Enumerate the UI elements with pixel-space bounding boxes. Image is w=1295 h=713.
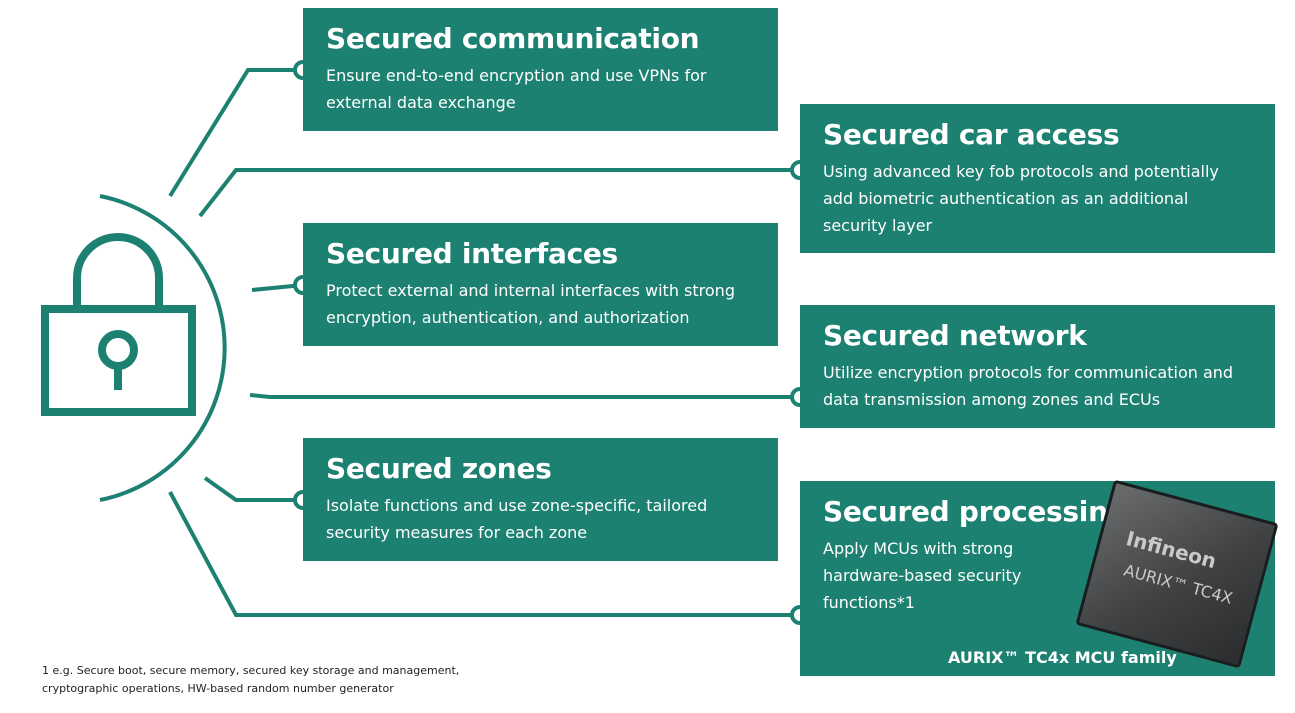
card-description: Utilize encryption protocols for communi… bbox=[823, 363, 1234, 409]
footnote-line-2: cryptographic operations, HW-based rando… bbox=[42, 682, 394, 695]
card-secured-network: Secured network Utilize encryption proto… bbox=[800, 305, 1275, 428]
card-description: Using advanced key fob protocols and pot… bbox=[823, 162, 1219, 235]
card-title: Secured processing bbox=[823, 495, 1128, 528]
card-description: Isolate functions and use zone-specific,… bbox=[326, 496, 708, 542]
chip-model-label: AURIX™ TC4X bbox=[1121, 560, 1235, 608]
card-description: Apply MCUs with strong hardware-based se… bbox=[823, 539, 1022, 612]
card-secured-zones: Secured zones Isolate functions and use … bbox=[303, 438, 778, 561]
card-secured-communication: Secured communication Ensure end-to-end … bbox=[303, 8, 778, 131]
card-title: Secured interfaces bbox=[326, 237, 618, 270]
connector-zones bbox=[203, 476, 303, 502]
padlock-icon bbox=[41, 233, 196, 416]
connector-car-access bbox=[198, 168, 800, 218]
card-secured-interfaces: Secured interfaces Protect external and … bbox=[303, 223, 778, 346]
card-secured-processing: Secured processing Apply MCUs with stron… bbox=[800, 479, 1279, 676]
card-description: Protect external and internal interfaces… bbox=[326, 281, 735, 327]
card-description: Ensure end-to-end encryption and use VPN… bbox=[326, 66, 707, 112]
footnote-line-1: 1 e.g. Secure boot, secure memory, secur… bbox=[42, 664, 460, 677]
footnote: 1 e.g. Secure boot, secure memory, secur… bbox=[42, 662, 459, 698]
connector-network bbox=[249, 393, 800, 399]
shield-arc bbox=[99, 194, 227, 502]
connector-communication bbox=[168, 68, 303, 198]
card-secured-car-access: Secured car access Using advanced key fo… bbox=[800, 104, 1275, 253]
card-title: Secured zones bbox=[326, 452, 552, 485]
card-title: Secured car access bbox=[823, 118, 1120, 151]
card-title: Secured communication bbox=[326, 22, 700, 55]
connector-processing bbox=[168, 491, 800, 617]
chip-caption: AURIX™ TC4x MCU family bbox=[948, 648, 1177, 667]
card-title: Secured network bbox=[823, 319, 1087, 352]
